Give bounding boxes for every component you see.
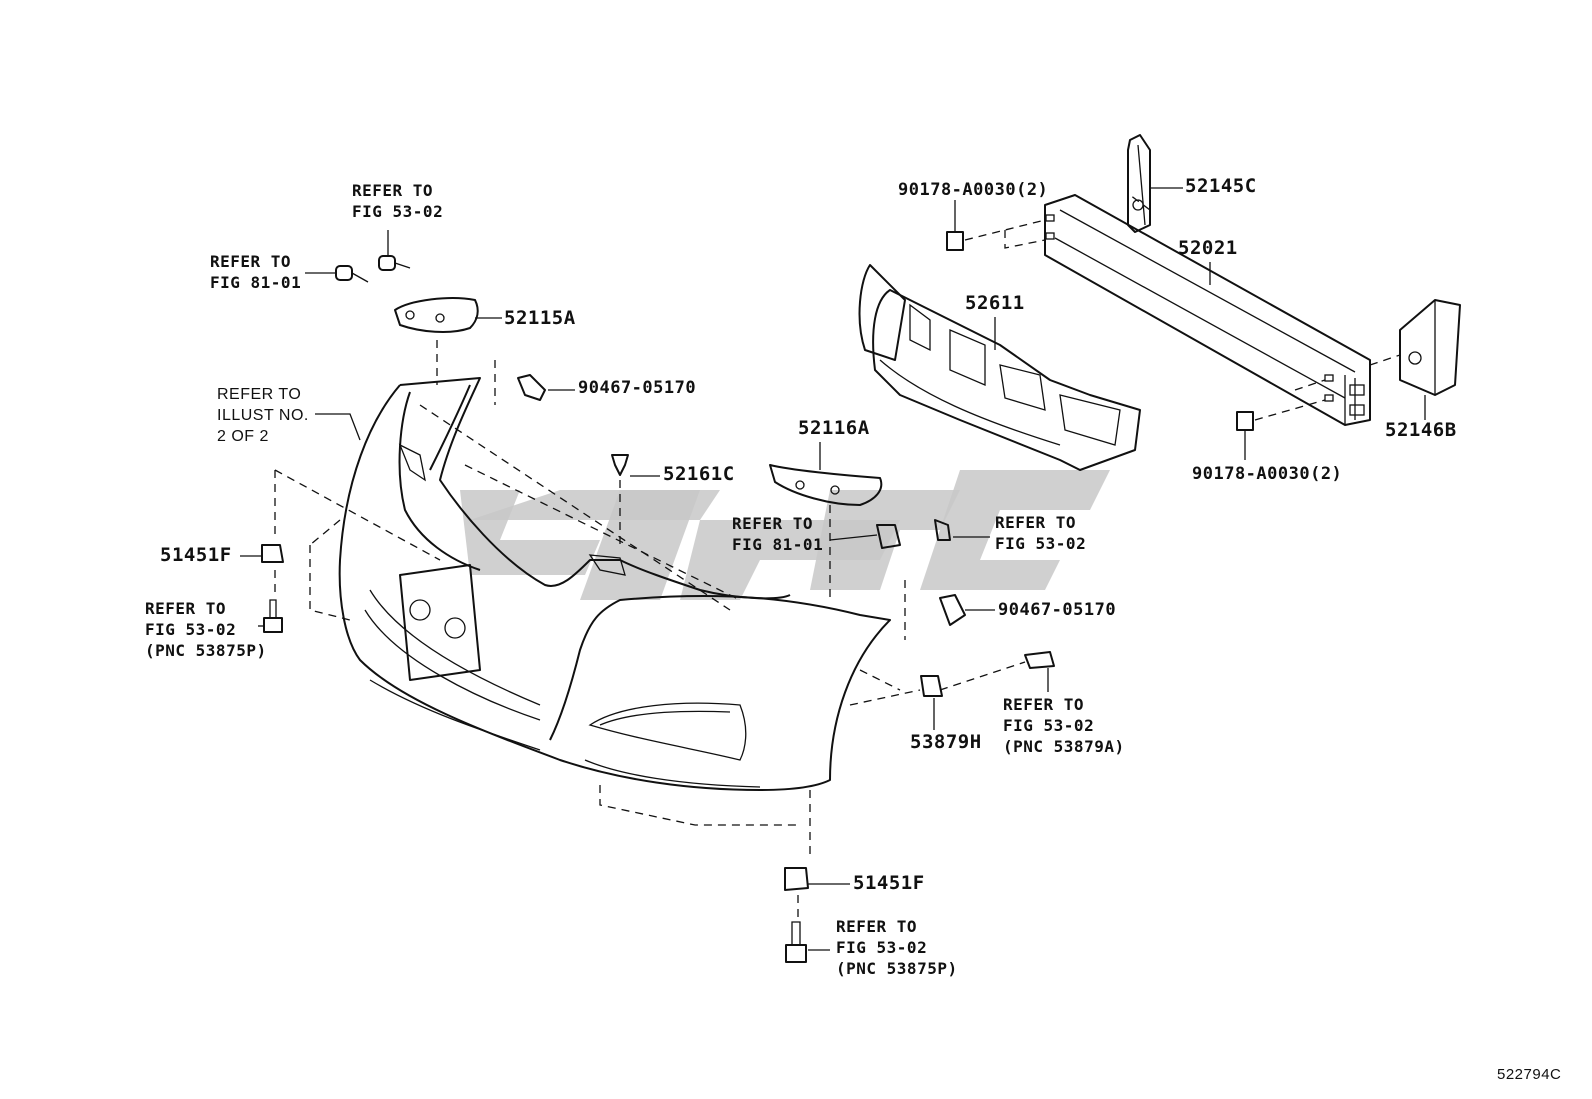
bracket-52115a — [394, 297, 479, 333]
label-90467-top: 90467-05170 — [578, 378, 697, 398]
label-52116a: 52116A — [798, 417, 870, 439]
label-52611: 52611 — [965, 292, 1025, 314]
illustration-id: 522794C — [1497, 1066, 1562, 1083]
leader-lines — [240, 187, 1426, 951]
energy-absorber — [858, 264, 1141, 471]
label-52115a: 52115A — [504, 307, 576, 329]
label-52021: 52021 — [1178, 237, 1238, 259]
bracket-52145c — [1127, 134, 1151, 233]
fasteners — [261, 231, 1254, 963]
bracket-52146b — [1399, 299, 1461, 396]
label-52145c: 52145C — [1185, 175, 1257, 197]
bracket-52116a — [769, 464, 883, 506]
watermark-logo — [460, 470, 1110, 600]
bumper-reinforcement — [1044, 194, 1371, 426]
bumper-cover — [338, 377, 891, 791]
assembly-lines — [274, 194, 1401, 920]
label-52146b: 52146B — [1385, 419, 1457, 441]
label-53879h: 53879H — [910, 731, 982, 753]
label-51451f-bottom: 51451F — [853, 872, 925, 894]
label-90178-bottom: 90178-A0030(2) — [1192, 464, 1343, 484]
label-51451f-left: 51451F — [160, 544, 232, 566]
label-90178-top: 90178-A0030(2) — [898, 180, 1049, 200]
label-90467-mid: 90467-05170 — [998, 600, 1117, 620]
label-52161c: 52161C — [663, 463, 735, 485]
